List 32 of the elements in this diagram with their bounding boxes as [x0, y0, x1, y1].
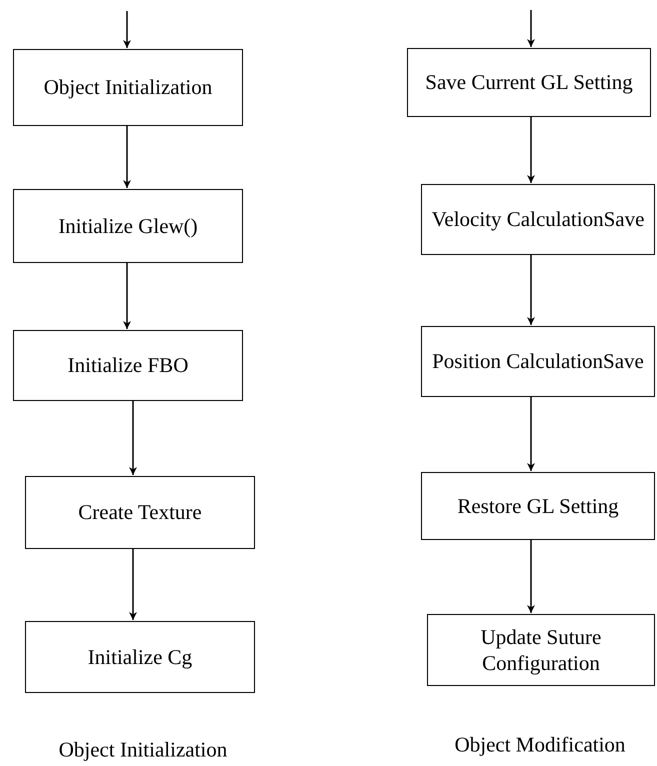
- box-label: Save Current GL Setting: [425, 69, 633, 96]
- box-label: Initialize Glew(): [58, 212, 198, 240]
- box-label: Restore GL Setting: [457, 492, 619, 520]
- arrow: [123, 11, 131, 48]
- process-box: [13, 189, 243, 263]
- box-label: Create Texture: [78, 499, 202, 526]
- arrow: [123, 263, 131, 329]
- process-box: [407, 48, 651, 117]
- box-label: Position CalculationSave: [432, 348, 644, 375]
- box-label: Object Initialization: [44, 74, 212, 101]
- process-box: [13, 49, 243, 126]
- arrow: [129, 401, 137, 475]
- box-label: Velocity CalculationSave: [432, 206, 644, 233]
- box-label: Initialize FBO: [68, 352, 188, 379]
- process-box: [421, 326, 655, 397]
- arrow: [527, 10, 535, 47]
- arrow: [527, 117, 535, 183]
- process-box: [427, 614, 655, 686]
- column-caption: Object Modification: [454, 731, 626, 758]
- column-caption: Object Initialization: [58, 736, 228, 764]
- arrow: [527, 255, 535, 325]
- process-box: [421, 184, 655, 255]
- process-box: [25, 476, 255, 549]
- process-box: [13, 330, 243, 401]
- arrow: [129, 549, 137, 620]
- arrow: [527, 397, 535, 471]
- box-label: Update Suture Configuration: [480, 624, 602, 676]
- box-label: Initialize Cg: [88, 644, 192, 670]
- arrow: [527, 540, 535, 613]
- process-box: [421, 472, 655, 540]
- arrow: [123, 126, 131, 188]
- process-box: [25, 621, 255, 693]
